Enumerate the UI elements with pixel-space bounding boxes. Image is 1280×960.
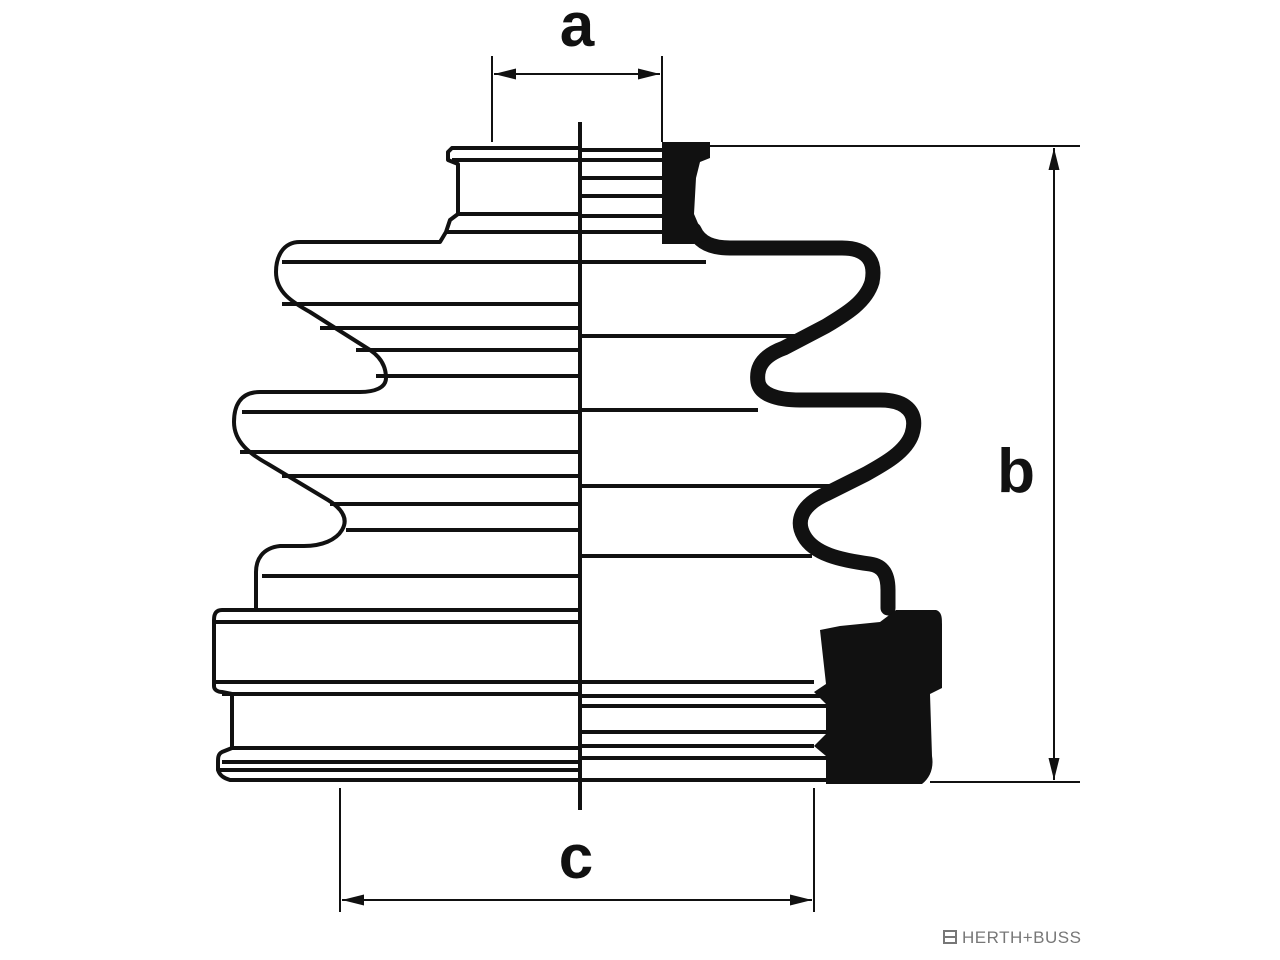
small-collar-outline (212, 146, 580, 782)
boot-section-right (580, 142, 942, 784)
boot-outline-left (212, 146, 580, 782)
boot-wall-profile (686, 222, 922, 616)
dimension-a (491, 56, 663, 142)
dimension-c-label: c (559, 823, 593, 892)
dimension-c (339, 788, 815, 912)
brand-text: HERTH+BUSS (962, 928, 1081, 947)
dimension-a-label: a (560, 0, 595, 60)
dimension-b-label: b (997, 437, 1035, 506)
brand-logo: HERTH+BUSS (943, 928, 1081, 947)
small-collar-section (662, 142, 710, 244)
dimension-b (708, 145, 1080, 783)
big-collar-section (814, 610, 942, 784)
